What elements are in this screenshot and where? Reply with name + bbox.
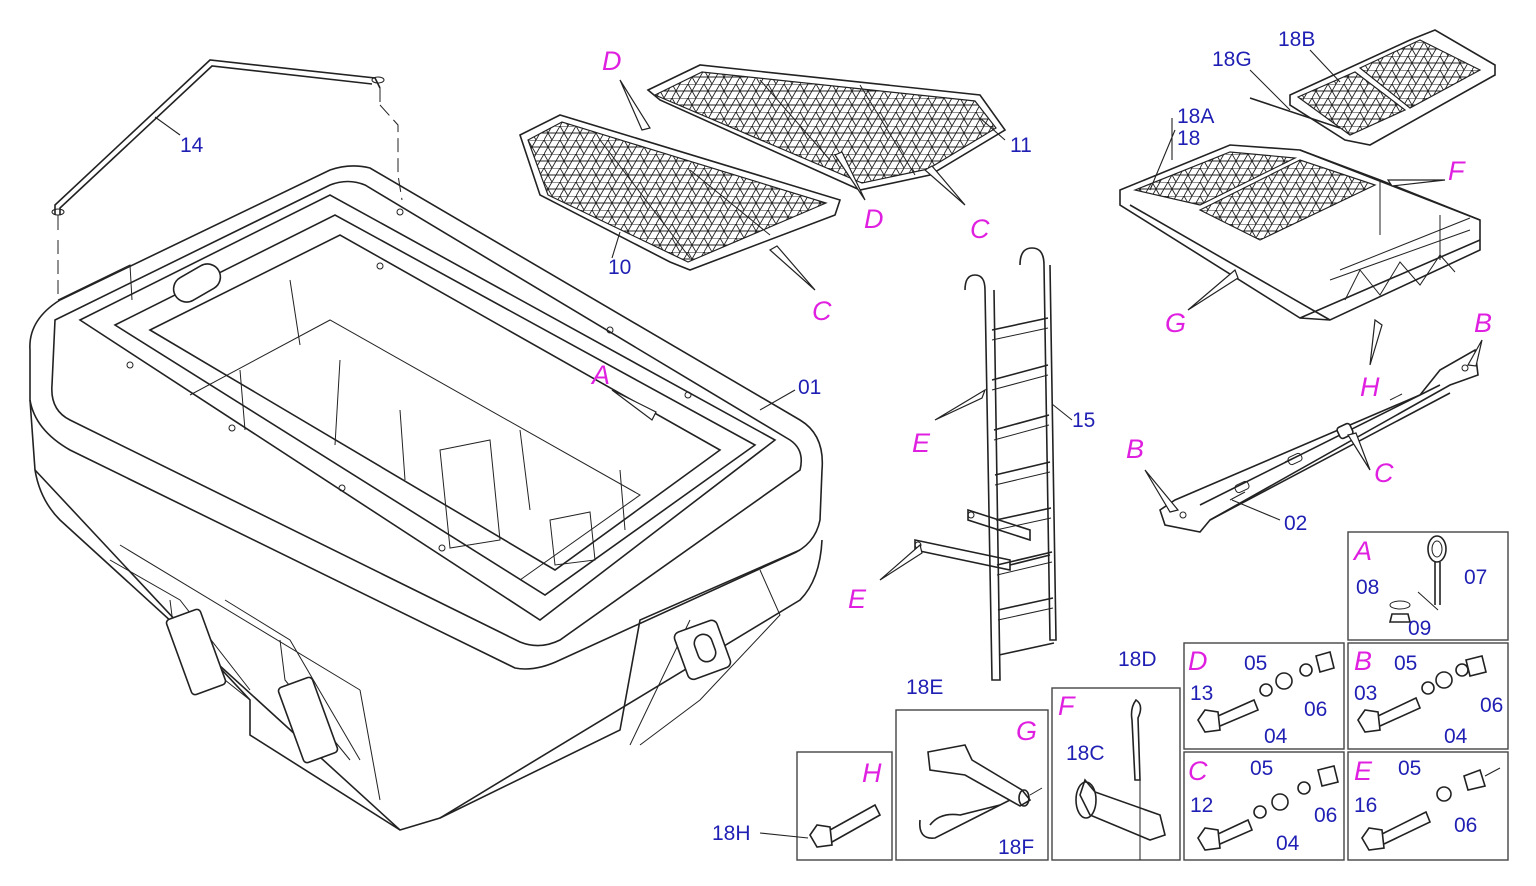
view-C-mid: C — [970, 214, 990, 244]
detail-D-part-06: 06 — [1304, 698, 1327, 721]
label-11: 11 — [1010, 134, 1032, 157]
view-G: G — [1165, 308, 1186, 338]
rim-holes — [126, 208, 692, 552]
detail-G-title: G — [1016, 716, 1037, 746]
label-15: 15 — [1072, 409, 1095, 432]
detail-B-part-06: 06 — [1480, 694, 1503, 717]
detail-A-part-08: 08 — [1356, 576, 1379, 599]
detail-B-part-05: 05 — [1394, 652, 1417, 675]
detail-F-part-18C: 18C — [1066, 742, 1105, 765]
label-14: 14 — [180, 134, 204, 157]
detail-B-title: B — [1354, 646, 1372, 676]
label-18: 18 — [1177, 127, 1200, 150]
mesh-panel-11 — [646, 64, 1007, 191]
detail-D-part-04: 04 — [1264, 725, 1288, 748]
detail-E-part-16: 16 — [1354, 794, 1377, 817]
detail-box-G: G 18E 18F — [895, 676, 1049, 861]
view-B-right: B — [1474, 308, 1492, 338]
view-D-mid: D — [864, 204, 884, 234]
label-10: 10 — [608, 256, 631, 279]
label-18B: 18B — [1278, 28, 1315, 51]
detail-E-title: E — [1354, 756, 1373, 786]
detail-box-F: F 18D 18C — [1051, 648, 1181, 861]
detail-box-C: C 05 12 04 06 — [1183, 751, 1345, 861]
view-D-top: D — [602, 46, 622, 76]
detail-C-title: C — [1188, 756, 1208, 786]
detail-B-part-04: 04 — [1444, 725, 1468, 748]
view-B-left: B — [1126, 434, 1144, 464]
detail-D-part-05: 05 — [1244, 652, 1267, 675]
label-18G: 18G — [1212, 48, 1252, 71]
view-E-upper: E — [912, 428, 931, 458]
view-E-lower: E — [848, 584, 867, 614]
ladder-15 — [914, 247, 1057, 681]
view-C-lower-left: C — [812, 296, 832, 326]
detail-C-part-05: 05 — [1250, 757, 1273, 780]
leader-lines — [154, 49, 1483, 581]
detail-H-title: H — [862, 758, 882, 788]
detail-F-title: F — [1058, 691, 1076, 721]
cage-assembly-18 — [1119, 144, 1481, 321]
view-A: A — [590, 360, 610, 390]
cage-18B — [1249, 29, 1496, 146]
detail-A-title: A — [1352, 536, 1372, 566]
detail-D-part-13: 13 — [1190, 682, 1213, 705]
detail-G-part-18F: 18F — [998, 836, 1034, 859]
label-02: 02 — [1284, 512, 1307, 535]
detail-B-part-03: 03 — [1354, 682, 1377, 705]
detail-box-A: A 07 08 09 — [1347, 531, 1509, 641]
detail-A-part-07: 07 — [1464, 566, 1487, 589]
detail-F-part-18D: 18D — [1118, 648, 1157, 671]
detail-C-part-06: 06 — [1314, 804, 1337, 827]
mesh-panel-10 — [519, 114, 842, 271]
detail-C-part-12: 12 — [1190, 794, 1213, 817]
detail-box-E: E 05 16 06 — [1347, 751, 1509, 861]
frame-02 — [1159, 348, 1479, 533]
detail-box-H: H 18H — [712, 751, 893, 861]
label-01: 01 — [798, 376, 821, 399]
detail-box-D: D 05 13 04 06 — [1183, 642, 1345, 750]
detail-E-part-05: 05 — [1398, 757, 1421, 780]
detail-D-title: D — [1188, 646, 1208, 676]
view-F: F — [1448, 156, 1466, 186]
detail-C-part-04: 04 — [1276, 832, 1300, 855]
detail-G-part-18E: 18E — [906, 676, 943, 699]
detail-E-part-06: 06 — [1454, 814, 1477, 837]
label-18A: 18A — [1177, 105, 1214, 128]
view-H: H — [1360, 372, 1380, 402]
detail-box-B: B 05 03 04 06 — [1347, 642, 1509, 750]
detail-A-part-09: 09 — [1408, 617, 1431, 640]
tub-body — [29, 165, 824, 831]
detail-H-part-18H: 18H — [712, 822, 751, 845]
view-C-right: C — [1374, 458, 1394, 488]
support-bar-14 — [51, 59, 403, 301]
